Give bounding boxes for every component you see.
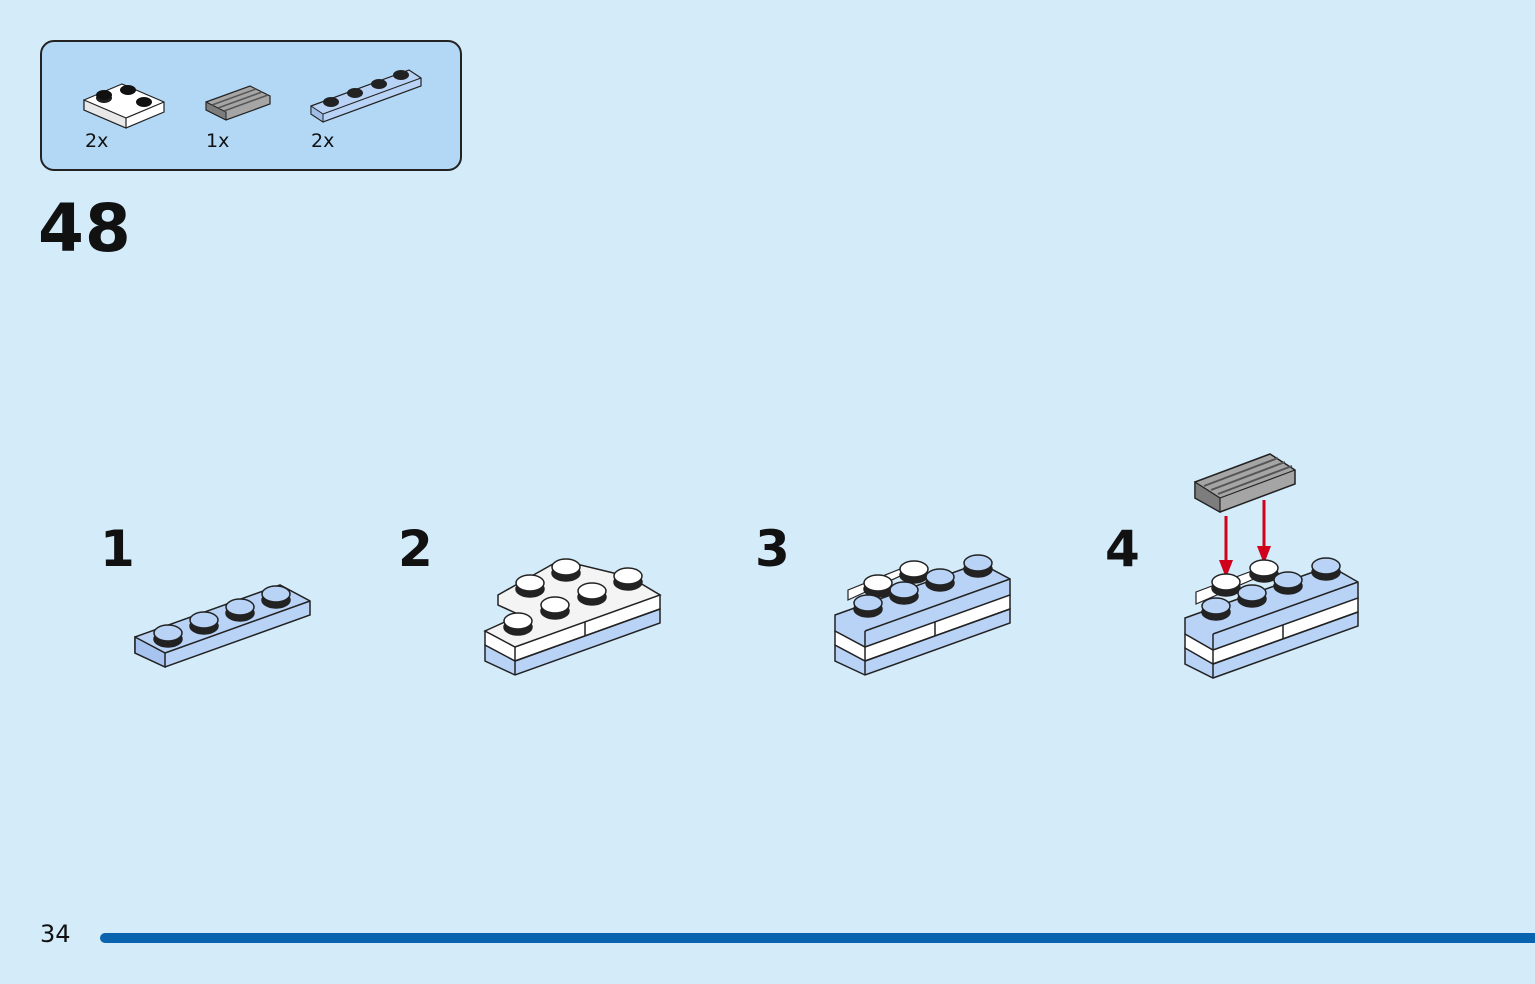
white-corner-plate-icon (83, 83, 165, 129)
substep-3-illustration (834, 554, 1011, 676)
page-progress-bar (100, 933, 1535, 943)
gray-grille-tile-icon (205, 85, 271, 121)
substep-1-illustration (134, 584, 311, 669)
substep-label: 3 (755, 520, 790, 578)
page-number: 34 (40, 920, 71, 948)
substep-label: 1 (100, 520, 135, 578)
blue-plate-1x4-icon (310, 69, 422, 123)
gray-grille-tile-icon (1194, 453, 1296, 514)
part-count: 2x (85, 130, 109, 152)
placement-arrow-icon (1219, 500, 1271, 578)
substep-label: 4 (1105, 520, 1140, 578)
part-count: 1x (206, 130, 230, 152)
substep-label: 2 (398, 520, 433, 578)
substep-4-illustration (1184, 453, 1359, 679)
parts-callout-box: 2x 1x 2x (40, 40, 462, 171)
step-number: 48 (38, 190, 132, 267)
substep-2-illustration (483, 558, 662, 676)
part-count: 2x (311, 130, 335, 152)
